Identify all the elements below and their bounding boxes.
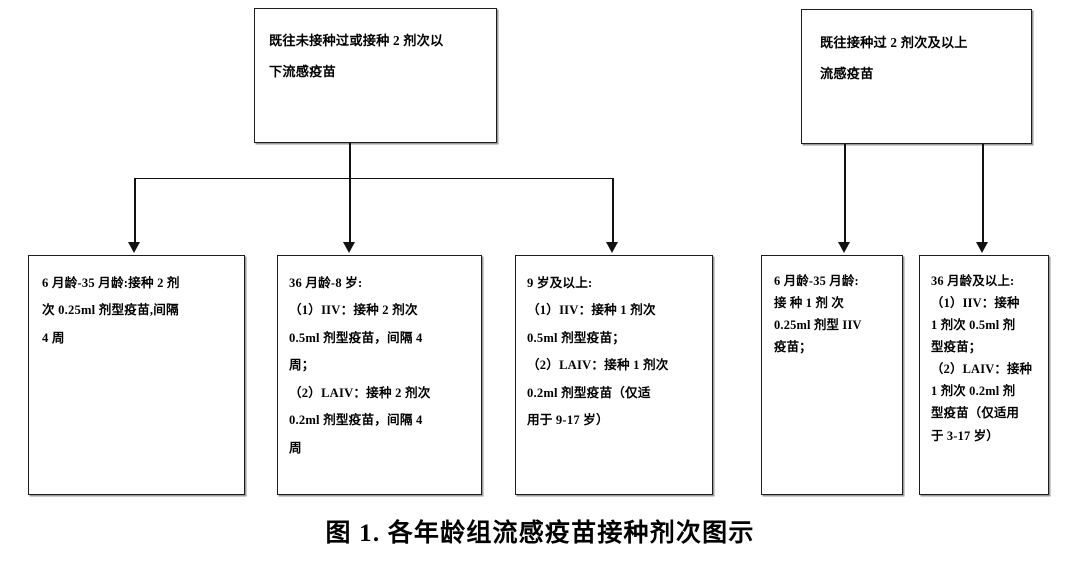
node-previously-vaccinated-two-or-more-doses: 既往接种过 2 剂次及以上 流感疫苗	[801, 9, 1032, 144]
node-text-line: （1）IIV：接种	[931, 296, 1020, 311]
connector-drop-to-36m-8y	[349, 177, 351, 244]
node-text-line: （1）IIV：接种 2 剂次	[289, 303, 418, 318]
connector-drop-to-6m-35m-a	[134, 177, 136, 244]
node-text-line: （2）LAIV：接种 2 剂次	[289, 385, 431, 400]
node-text-line: （2）LAIV：接种	[931, 362, 1033, 377]
node-text-line: 0.25ml 剂型 IIV	[774, 318, 862, 333]
node-text-line: 9 岁及以上:	[527, 276, 593, 290]
arrowhead-to-36m-up	[976, 242, 989, 253]
node-text-line: 36 月龄及以上:	[931, 274, 1015, 288]
node-text-line: 既往接种过 2 剂次及以上	[820, 35, 968, 50]
node-text-line: 36 月龄-8 岁:	[289, 276, 363, 290]
node-text-line: （2）LAIV：接种 1 剂次	[527, 358, 669, 373]
node-text-line: 流感疫苗	[820, 66, 874, 82]
node-age-group-6m-35m-vaccinated-branch: 6 月龄-35 月龄: 接 种 1 剂 次 0.25ml 剂型 IIV 疫苗；	[761, 255, 903, 495]
connector-drop-to-6m-35m-b	[844, 144, 846, 244]
node-text-line: 用于 9-17 岁）	[527, 413, 609, 428]
figure-caption: 图 1. 各年龄组流感疫苗接种剂次图示	[325, 520, 755, 547]
arrowhead-to-9y-up	[606, 242, 619, 253]
node-text-line: 6 月龄-35 月龄:	[774, 274, 859, 288]
node-text-line: 0.5ml 剂型疫苗；	[527, 330, 626, 345]
arrowhead-to-6m-35m-b	[838, 242, 851, 253]
node-age-group-36m-8y: 36 月龄-8 岁: （1）IIV：接种 2 剂次 0.5ml 剂型疫苗，间隔 …	[277, 255, 482, 495]
node-text-line: （1）IIV：接种 1 剂次	[527, 303, 656, 318]
node-text-line: 既往未接种过或接种 2 剂次以	[269, 33, 444, 48]
node-age-group-9y-and-above: 9 岁及以上: （1）IIV：接种 1 剂次 0.5ml 剂型疫苗； （2）LA…	[515, 255, 713, 495]
node-text-line: 0.5ml 剂型疫苗，间隔 4	[289, 330, 423, 345]
node-text-line: 下流感疫苗	[269, 64, 336, 80]
node-age-group-36m-and-above: 36 月龄及以上: （1）IIV：接种 1 剂次 0.5ml 剂 型疫苗； （2…	[919, 255, 1049, 495]
node-text-line: 1 剂次 0.2ml 剂	[931, 384, 1016, 399]
connector-drop-to-9y-up	[612, 177, 614, 244]
node-text-line: 次 0.25ml 剂型疫苗,间隔	[42, 303, 179, 318]
node-age-group-6m-35m-unvaccinated-branch: 6 月龄-35 月龄:接种 2 剂 次 0.25ml 剂型疫苗,间隔 4 周	[28, 255, 245, 495]
node-text-line: 0.2ml 剂型疫苗，间隔 4	[289, 413, 423, 428]
node-text-line: 接 种 1 剂 次	[774, 296, 844, 311]
connector-stem-left-root	[349, 143, 351, 179]
node-text-line: 型疫苗；	[931, 340, 982, 355]
arrowhead-to-6m-35m-a	[128, 242, 141, 253]
node-text-line: 6 月龄-35 月龄:接种 2 剂	[42, 276, 180, 290]
node-text-line: 疫苗；	[774, 340, 812, 355]
connector-drop-to-36m-up	[982, 144, 984, 244]
node-text-line: 型疫苗（仅适用	[931, 406, 1020, 421]
node-text-line: 于 3-17 岁）	[931, 428, 999, 443]
node-text-line: 周	[289, 440, 302, 455]
node-text-line: 1 剂次 0.5ml 剂	[931, 318, 1016, 333]
arrowhead-to-36m-8y	[343, 242, 356, 253]
node-text-line: 周；	[289, 358, 315, 373]
node-text-line: 0.2ml 剂型疫苗（仅适	[527, 385, 651, 400]
node-text-line: 4 周	[42, 330, 65, 345]
connector-bus-left	[135, 177, 614, 180]
node-previously-unvaccinated-or-under-two-doses: 既往未接种过或接种 2 剂次以 下流感疫苗	[254, 8, 497, 143]
